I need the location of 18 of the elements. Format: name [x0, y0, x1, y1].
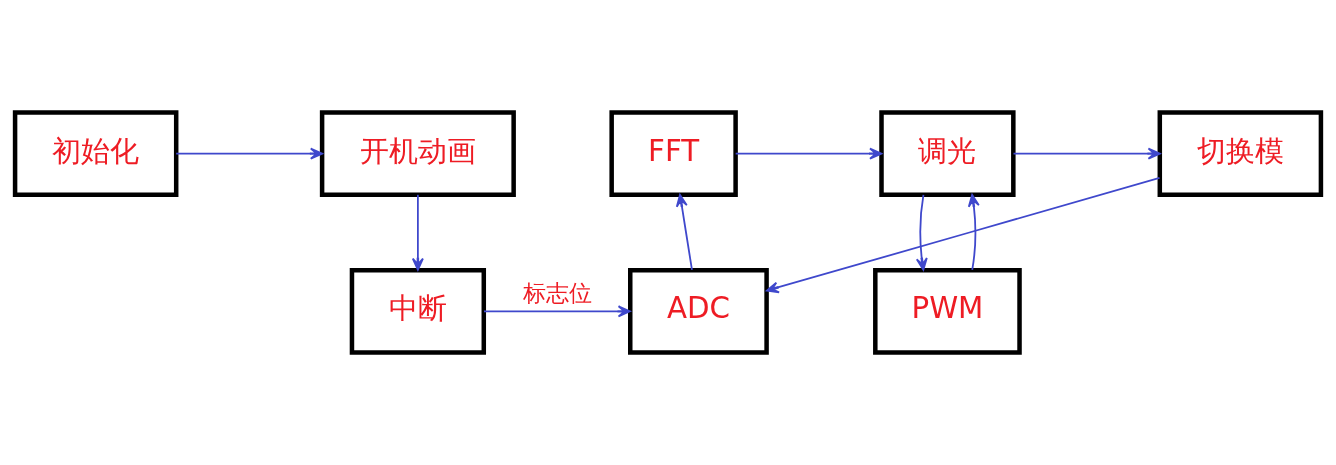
arrow: [483, 305, 631, 318]
node-box: 切换模: [1157, 110, 1324, 197]
node-box: 初始化: [12, 110, 179, 197]
node-box: 开机动画: [319, 110, 516, 197]
arrow: [915, 193, 928, 271]
node-box: 调光: [879, 110, 1016, 197]
arrow: [411, 193, 424, 271]
node-box: 中断: [349, 268, 487, 355]
arrow: [765, 177, 1161, 294]
node-box: FFT: [609, 110, 738, 197]
arrow: [1012, 147, 1161, 160]
node-box: PWM: [873, 268, 1022, 355]
edge-label: 标志位: [522, 280, 592, 307]
arrow: [675, 193, 693, 271]
node-box: ADC: [628, 268, 769, 355]
arrow: [734, 147, 883, 160]
arrow: [967, 193, 980, 271]
arrow: [175, 147, 323, 160]
